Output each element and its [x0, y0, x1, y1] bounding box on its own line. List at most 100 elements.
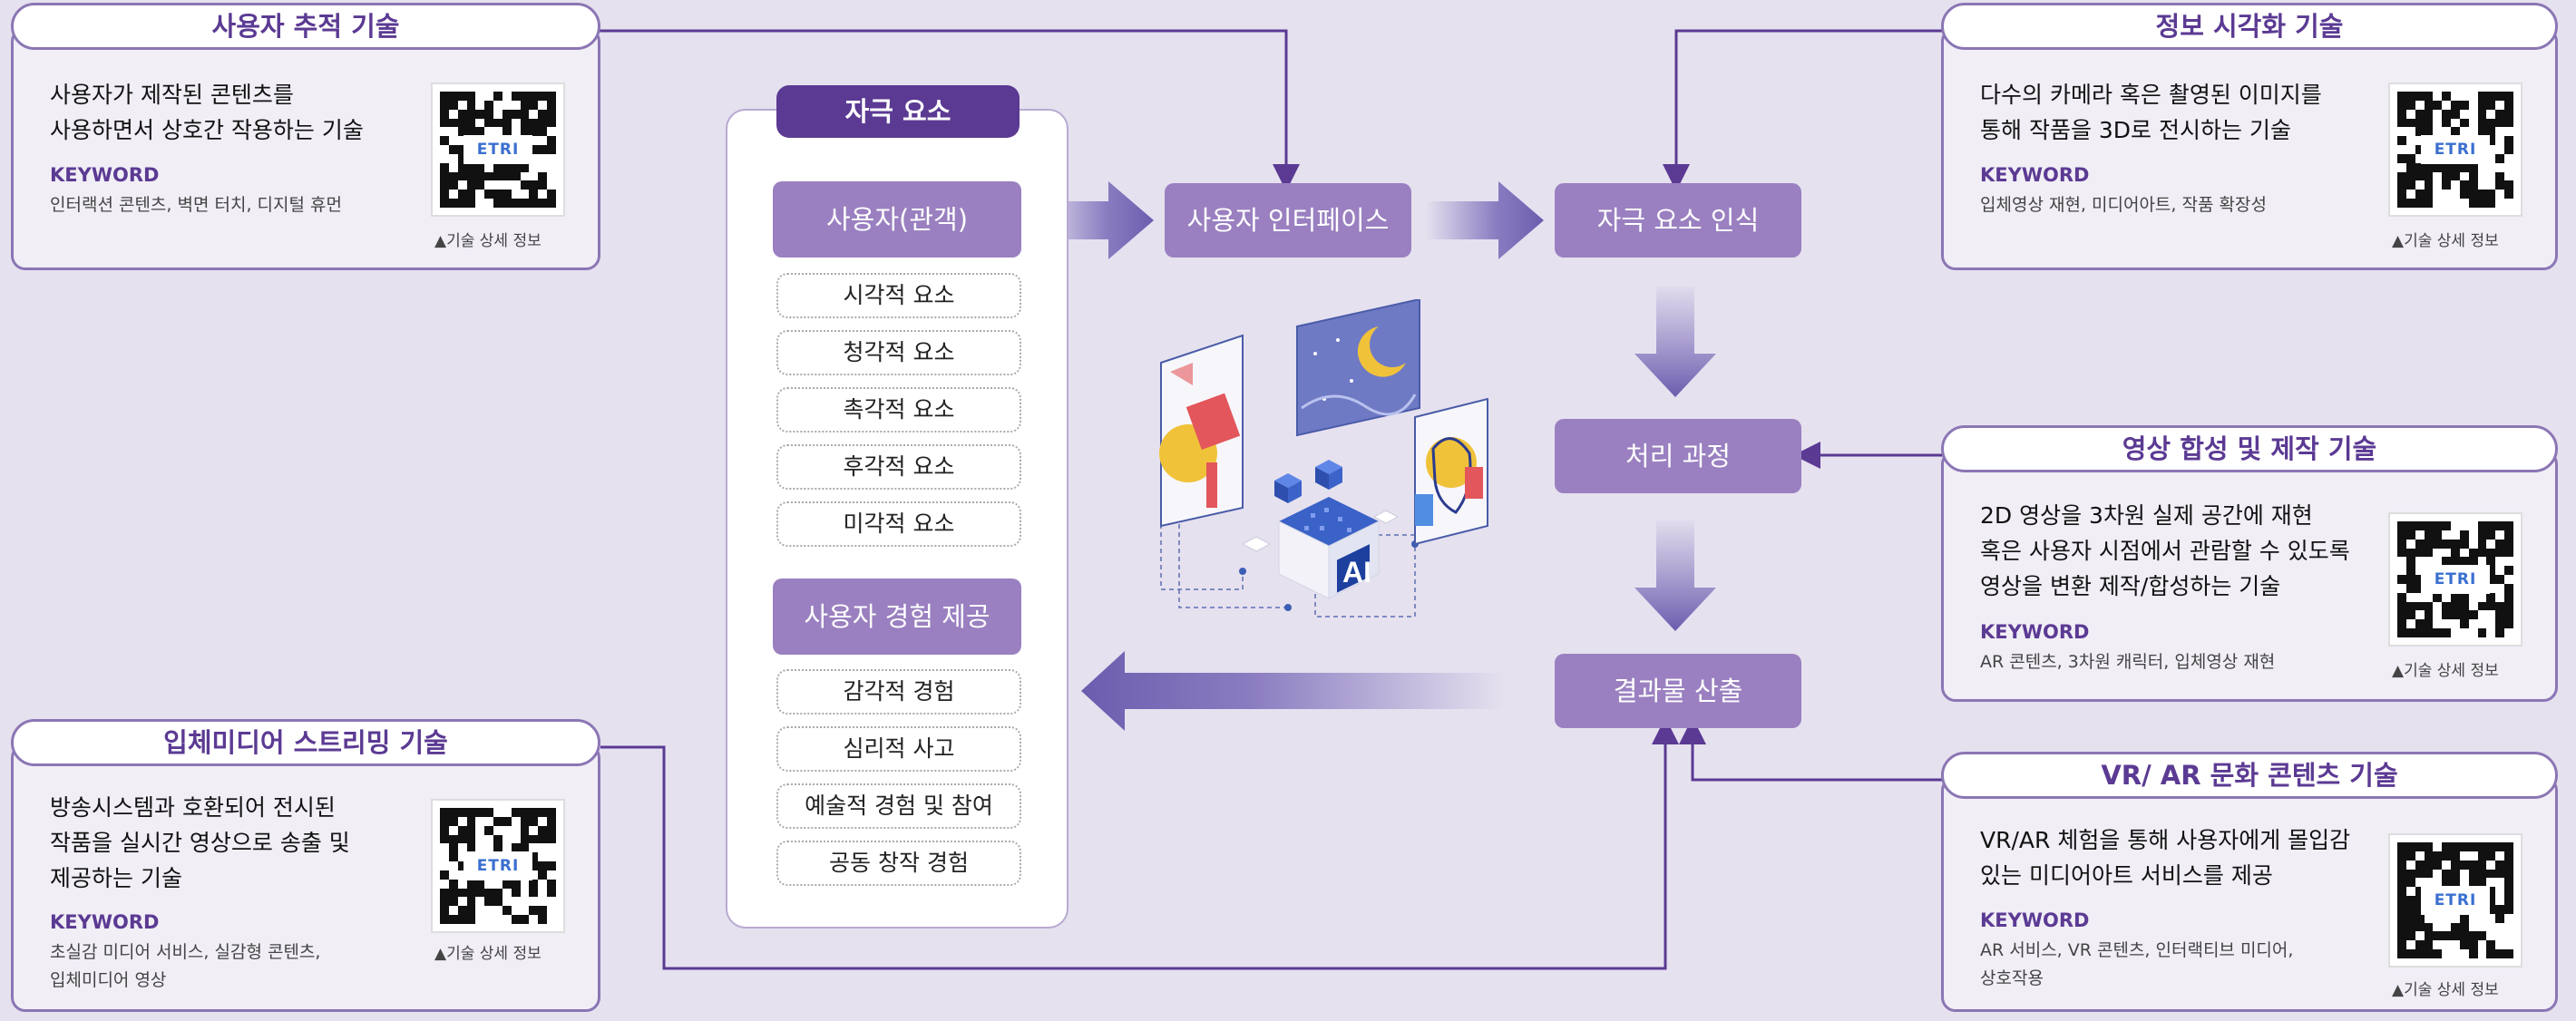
qr-module: [2405, 557, 2415, 567]
experience-item: 공동 창작 경험: [776, 841, 1021, 886]
qr-module: [449, 906, 458, 915]
qr-module: [547, 118, 556, 128]
qr-module: [2469, 602, 2478, 611]
qr-module: [529, 118, 539, 128]
qr-module: [2504, 931, 2513, 940]
qr-module: [529, 897, 538, 906]
qr-module: [2415, 101, 2425, 110]
qr-module: [448, 852, 458, 862]
qr-module: [2495, 101, 2504, 110]
qr-module: [538, 889, 547, 898]
qr-module: [2397, 145, 2406, 154]
qr-module: [449, 861, 458, 870]
qr-module: [512, 835, 521, 844]
qr-module: [529, 100, 539, 110]
qr-module: [493, 180, 503, 190]
qr-module: [2397, 109, 2406, 119]
qr-module: [493, 826, 503, 835]
qr-module: [466, 100, 476, 110]
qr-module: [466, 127, 476, 137]
qr-module: [2478, 619, 2487, 628]
qr-module: [458, 180, 467, 190]
qr-module: [493, 162, 503, 172]
qr-module: [448, 171, 458, 181]
stimulus-element: 촉각적 요소: [776, 387, 1021, 433]
stimulus-element: 청각적 요소: [776, 330, 1021, 375]
qr-module: [2486, 904, 2496, 914]
qr-module: [538, 92, 548, 101]
qr-module: [2478, 593, 2487, 602]
qr-module: [538, 834, 548, 844]
qr-module: [2468, 949, 2478, 958]
qr-module: [2477, 860, 2487, 870]
qr-caption: ▲기술 상세 정보: [434, 945, 542, 963]
qr-code-icon[interactable]: ETRI: [431, 799, 565, 933]
qr-module: [493, 92, 503, 101]
qr-module: [2504, 145, 2513, 154]
qr-code-icon[interactable]: ETRI: [2388, 83, 2522, 217]
keyword-label: KEYWORD: [1980, 909, 2090, 931]
qr-module: [511, 92, 521, 101]
qr-module: [2486, 199, 2496, 208]
qr-module: [2415, 842, 2425, 851]
qr-caption: ▲기술 상세 정보: [2392, 232, 2499, 250]
qr-module: [2415, 940, 2425, 950]
qr-module: [2424, 180, 2434, 190]
qr-module: [2478, 914, 2487, 923]
qr-code-icon[interactable]: ETRI: [431, 83, 565, 217]
qr-module: [484, 171, 494, 181]
qr-module: [502, 199, 512, 208]
qr-module: [2459, 592, 2469, 602]
qr-module: [2504, 180, 2513, 190]
qr-module: [2415, 162, 2425, 172]
qr-module: [529, 190, 539, 199]
qr-module: [440, 880, 449, 889]
qr-module: [2469, 923, 2478, 932]
qr-module: [547, 172, 556, 181]
qr-module: [2442, 842, 2452, 851]
qr-module: [2415, 92, 2425, 101]
qr-module: [547, 808, 556, 817]
qr-module: [538, 906, 548, 916]
qr-module: [2424, 171, 2434, 181]
qr-module: [2486, 110, 2495, 119]
qr-module: [2424, 127, 2434, 137]
qr-module: [2468, 869, 2478, 879]
qr-module: [502, 879, 512, 889]
user-experience-box: 사용자 경험 제공: [773, 579, 1021, 655]
qr-module: [448, 879, 458, 889]
qr-module: [547, 190, 556, 199]
qr-module: [440, 136, 449, 146]
qr-module: [2397, 153, 2406, 163]
qr-module: [2469, 110, 2478, 119]
qr-module: [493, 171, 503, 181]
qr-module: [2477, 199, 2487, 208]
qr-module: [440, 171, 449, 181]
qr-module: [2424, 949, 2434, 958]
qr-module: [2504, 601, 2513, 611]
qr-code-icon[interactable]: ETRI: [2388, 833, 2522, 968]
qr-module: [2451, 109, 2460, 119]
qr-module: [2495, 860, 2505, 870]
qr-module: [2495, 199, 2504, 208]
qr-module: [2415, 922, 2425, 932]
qr-module: [2405, 896, 2415, 905]
qr-module: [2477, 548, 2487, 558]
keyword-label: KEYWORD: [50, 911, 160, 933]
qr-module: [538, 825, 548, 835]
qr-module: [2495, 109, 2505, 119]
qr-module: [521, 889, 530, 898]
qr-code-icon[interactable]: ETRI: [2388, 512, 2522, 647]
qr-module: [440, 906, 449, 916]
qr-module: [2495, 145, 2504, 154]
qr-module: [457, 825, 467, 835]
qr-module: [2486, 601, 2496, 611]
qr-module: [2397, 575, 2406, 584]
qr-module: [520, 109, 530, 119]
qr-module: [2504, 949, 2513, 958]
qr-module: [2424, 521, 2434, 530]
qr-module: [449, 163, 458, 172]
qr-module: [2405, 601, 2415, 611]
qr-module: [2397, 118, 2406, 128]
stimulus-header: 자극 요소: [776, 85, 1020, 138]
